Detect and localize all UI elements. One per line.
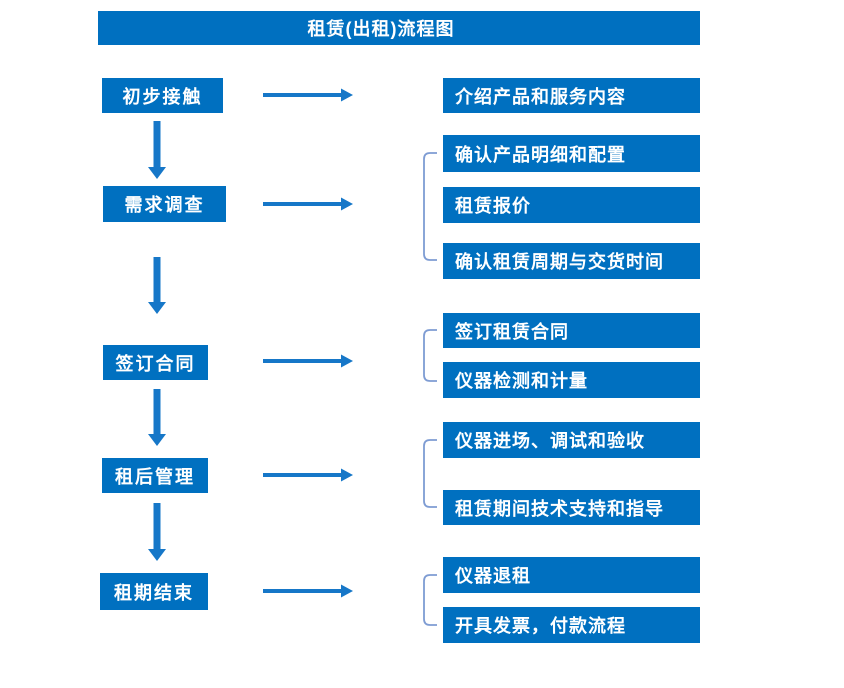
diagram-title-bar: 租赁(出租)流程图 <box>98 11 700 45</box>
detail-label: 仪器退租 <box>455 566 531 586</box>
step-box-sign-contract: 签订合同 <box>103 345 208 380</box>
group-bracket-step5 <box>423 574 437 626</box>
detail-box: 签订租赁合同 <box>443 313 700 348</box>
detail-label: 仪器进场、调试和验收 <box>455 431 645 451</box>
right-arrow-step4 <box>263 468 353 482</box>
detail-box: 开具发票，付款流程 <box>443 607 700 643</box>
step-box-rental-end: 租期结束 <box>100 573 208 610</box>
group-bracket-step4 <box>423 439 437 508</box>
right-arrow-step5 <box>263 584 353 598</box>
detail-box: 确认租赁周期与交货时间 <box>443 243 700 279</box>
detail-box: 确认产品明细和配置 <box>443 135 700 172</box>
detail-label: 仪器检测和计量 <box>455 371 588 391</box>
step-label: 签订合同 <box>115 353 196 374</box>
detail-box: 租赁报价 <box>443 187 700 223</box>
step-box-demand-survey: 需求调查 <box>103 186 226 222</box>
detail-box: 介绍产品和服务内容 <box>443 78 700 113</box>
detail-box: 租赁期间技术支持和指导 <box>443 490 700 525</box>
down-arrow-4 <box>148 503 166 561</box>
down-arrow-1 <box>148 121 166 179</box>
down-arrow-2 <box>148 257 166 314</box>
step-box-post-rental-management: 租后管理 <box>102 458 208 493</box>
detail-label: 租赁报价 <box>455 196 531 216</box>
diagram-title: 租赁(出租)流程图 <box>307 19 455 39</box>
down-arrow-3 <box>148 389 166 446</box>
right-arrow-step1 <box>263 88 353 102</box>
step-box-initial-contact: 初步接触 <box>102 78 223 113</box>
right-arrow-step3 <box>263 354 353 368</box>
detail-label: 确认租赁周期与交货时间 <box>455 252 664 272</box>
step-label: 需求调查 <box>124 195 205 215</box>
detail-box: 仪器进场、调试和验收 <box>443 422 700 458</box>
step-label: 初步接触 <box>122 86 203 107</box>
detail-label: 确认产品明细和配置 <box>455 144 626 165</box>
step-label: 租期结束 <box>114 582 194 603</box>
detail-box: 仪器检测和计量 <box>443 362 700 398</box>
detail-label: 介绍产品和服务内容 <box>455 86 626 107</box>
detail-label: 签订租赁合同 <box>455 321 569 342</box>
detail-label: 租赁期间技术支持和指导 <box>455 498 664 519</box>
step-label: 租后管理 <box>115 466 195 487</box>
right-arrow-step2 <box>263 197 353 211</box>
detail-label: 开具发票，付款流程 <box>455 616 626 636</box>
group-bracket-step3 <box>423 329 437 382</box>
group-bracket-step2 <box>423 152 437 261</box>
detail-box: 仪器退租 <box>443 557 700 593</box>
